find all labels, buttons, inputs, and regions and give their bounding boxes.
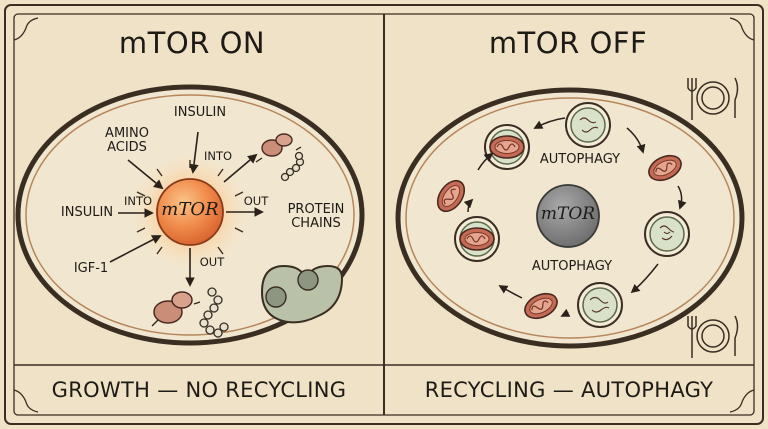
- ribosome-icon: [151, 291, 201, 327]
- caption-right: RECYCLING — AUTOPHAGY: [424, 378, 714, 402]
- knife-icon: [734, 77, 739, 118]
- arrow-label-out-right: OUT: [243, 194, 269, 208]
- fork-icon: [687, 316, 697, 358]
- cycle-arrow: [630, 263, 659, 294]
- autophagosome-icon: [565, 102, 611, 148]
- ribosome-icon: [255, 133, 302, 163]
- autophagosome-icon: [577, 282, 623, 328]
- panel-title-on: mTOR ON: [118, 26, 266, 60]
- fork-icon: [687, 78, 697, 120]
- dividing-cell-icon: [260, 264, 344, 324]
- corner-flourish: [729, 389, 755, 413]
- panel-title-off: mTOR OFF: [488, 26, 648, 60]
- input-amino-acids-label: AMINO ACIDS: [105, 126, 149, 155]
- plate-icon: [696, 319, 730, 353]
- knife-icon: [734, 315, 739, 356]
- autophagy-label-top: AUTOPHAGY: [539, 152, 621, 167]
- plate-icon: [696, 81, 730, 115]
- cycle-arrow: [677, 185, 687, 210]
- arrow-label-out-bottom: OUT: [199, 255, 225, 269]
- cycle-arrow: [498, 285, 523, 299]
- mtor-off-core: [536, 184, 600, 248]
- corner-flourish: [729, 17, 755, 41]
- input-insulin-top-label: INSULIN: [173, 105, 227, 120]
- arrow-label-into-top: INTO: [203, 149, 233, 163]
- input-insulin-left-label: INSULIN: [60, 205, 114, 220]
- amino-chain-icon: [280, 151, 305, 182]
- arrow-label-into-left: INTO: [123, 194, 153, 208]
- mtor-on-core: [156, 178, 224, 246]
- corner-flourish: [13, 389, 39, 413]
- cycle-arrow: [560, 308, 571, 317]
- corner-flourish: [13, 17, 39, 41]
- cycle-arrow: [463, 198, 474, 213]
- autophagy-label-bottom: AUTOPHAGY: [531, 259, 613, 274]
- cycle-arrow: [626, 127, 646, 154]
- cycle-arrow: [533, 117, 566, 129]
- arrow-insulin-top: [189, 131, 199, 174]
- arrow-igf1: [109, 235, 162, 263]
- mtor-on-label: mTOR: [161, 199, 219, 220]
- input-igf1-label: IGF-1: [73, 261, 109, 276]
- output-protein-chains-label: PROTEIN CHAINS: [287, 202, 345, 231]
- mtor-off-label: mTOR: [540, 204, 596, 224]
- arrow-amino-acids: [127, 159, 164, 190]
- caption-left: GROWTH — NO RECYCLING: [51, 378, 347, 402]
- amino-chain-icon: [199, 287, 229, 338]
- arrow-to-ribosome: [223, 153, 258, 183]
- cycle-arrow: [477, 152, 494, 171]
